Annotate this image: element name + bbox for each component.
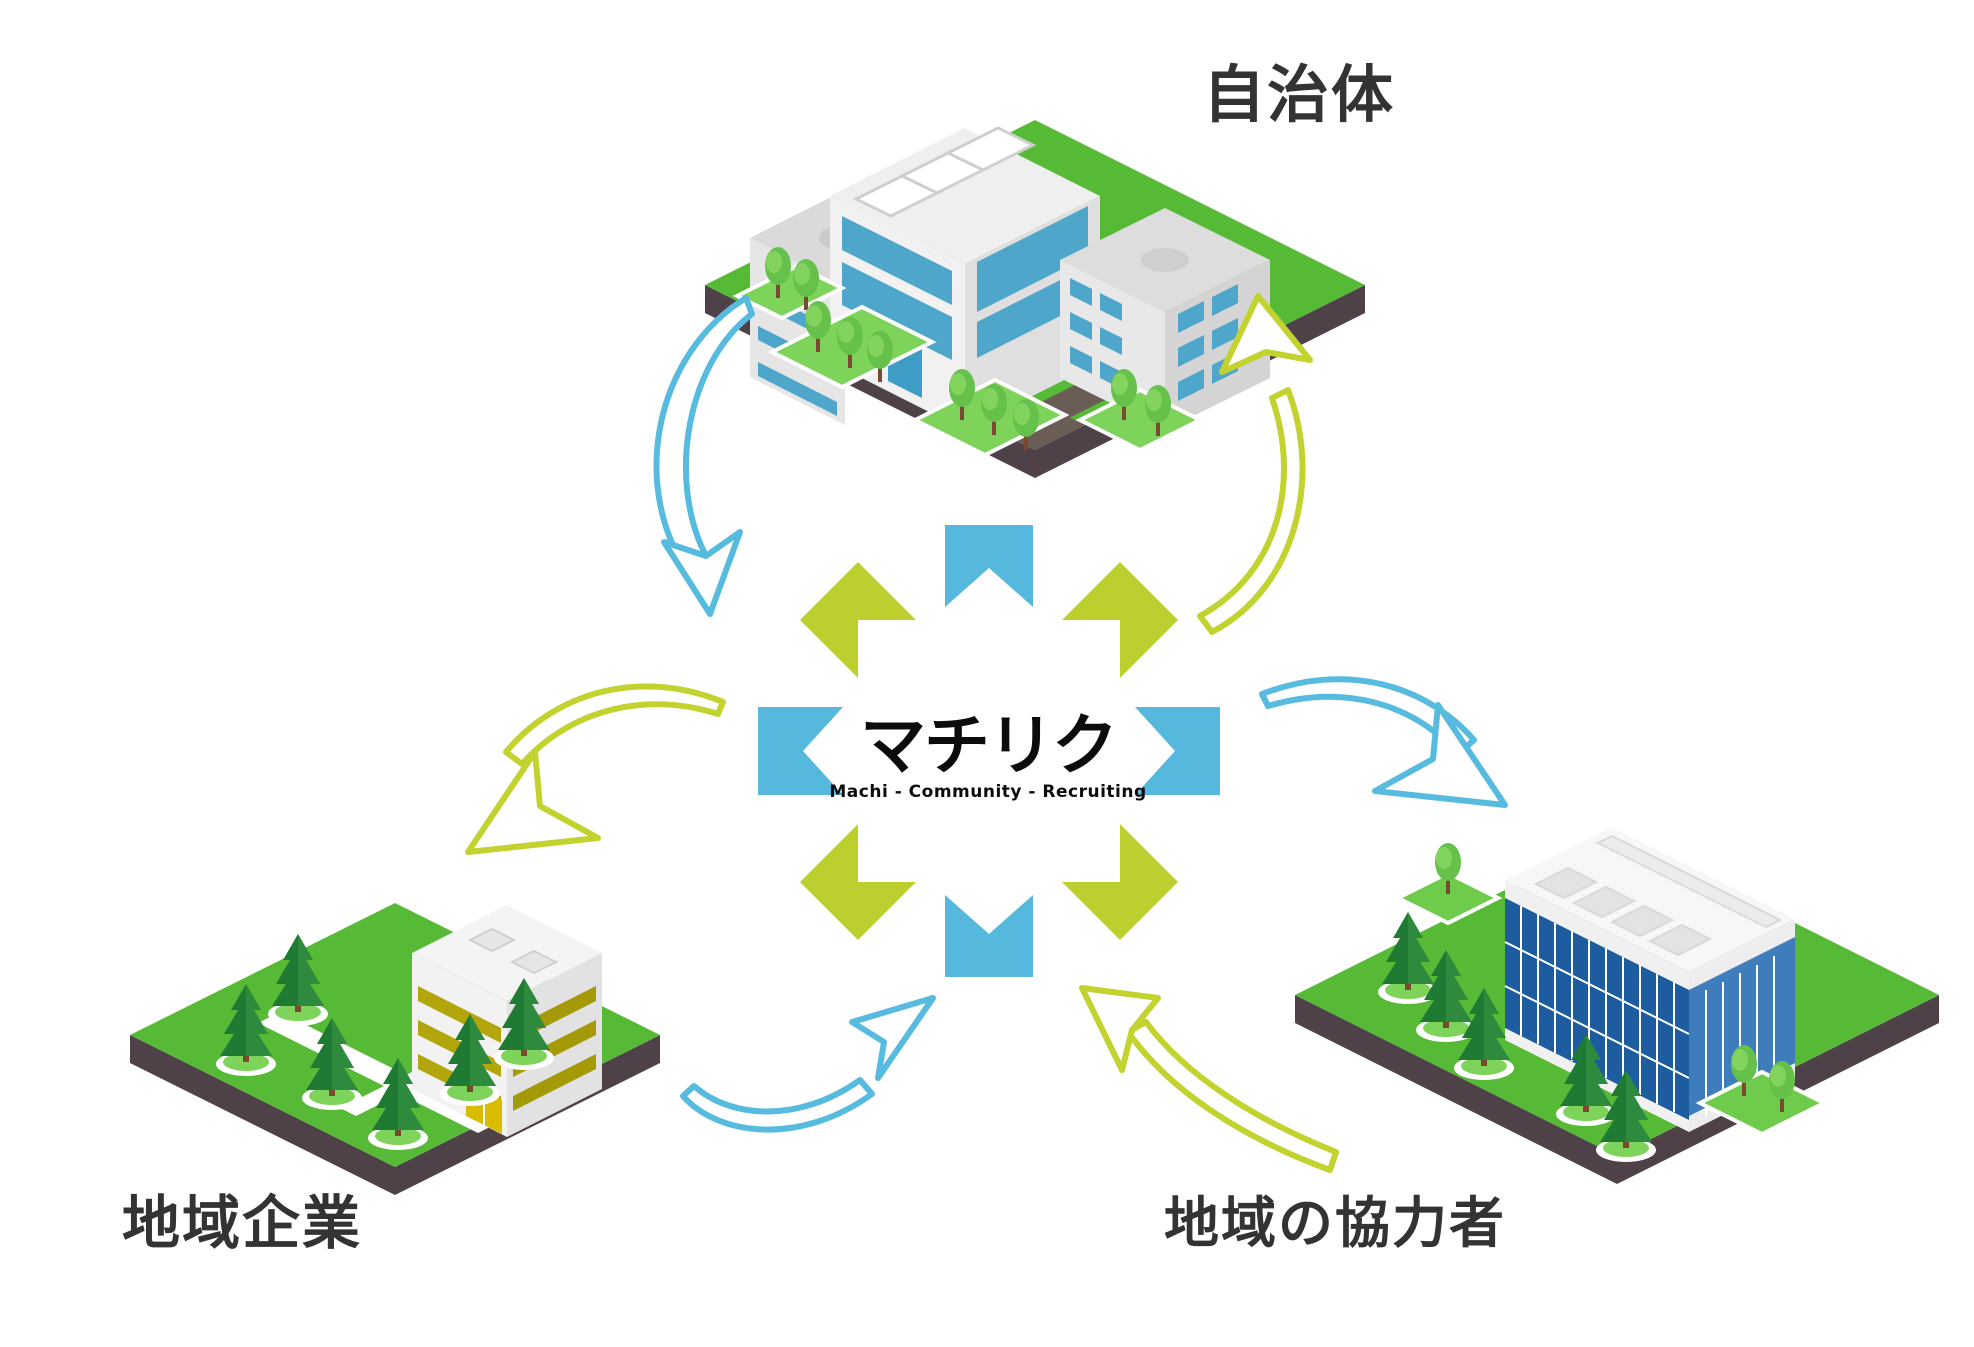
logo-starburst-icon bbox=[758, 525, 1220, 977]
arrow-center-to-local-supporters-icon bbox=[1259, 676, 1508, 808]
label-municipality: 自治体 bbox=[1203, 58, 1396, 131]
municipality-illustration-icon bbox=[705, 120, 1365, 478]
arrow-local-company-to-center-icon bbox=[680, 995, 936, 1133]
logo-wordmark: マチリク bbox=[860, 707, 1118, 784]
local-supporters-illustration-icon bbox=[1295, 827, 1939, 1184]
arrow-center-to-local-company-icon bbox=[465, 683, 726, 855]
logo-tagline: Machi - Community - Recruiting bbox=[829, 782, 1147, 802]
cycle-arrows bbox=[465, 293, 1508, 1173]
local-company-illustration-icon bbox=[130, 903, 660, 1195]
label-local-company: 地域企業 bbox=[122, 1189, 363, 1257]
label-local-supporters: 地域の協力者 bbox=[1164, 1191, 1507, 1255]
arrow-local-supporters-to-center-icon bbox=[1079, 985, 1339, 1173]
arrow-municipality-to-center-icon bbox=[653, 295, 755, 617]
arrow-center-to-municipality-icon bbox=[1197, 293, 1313, 635]
